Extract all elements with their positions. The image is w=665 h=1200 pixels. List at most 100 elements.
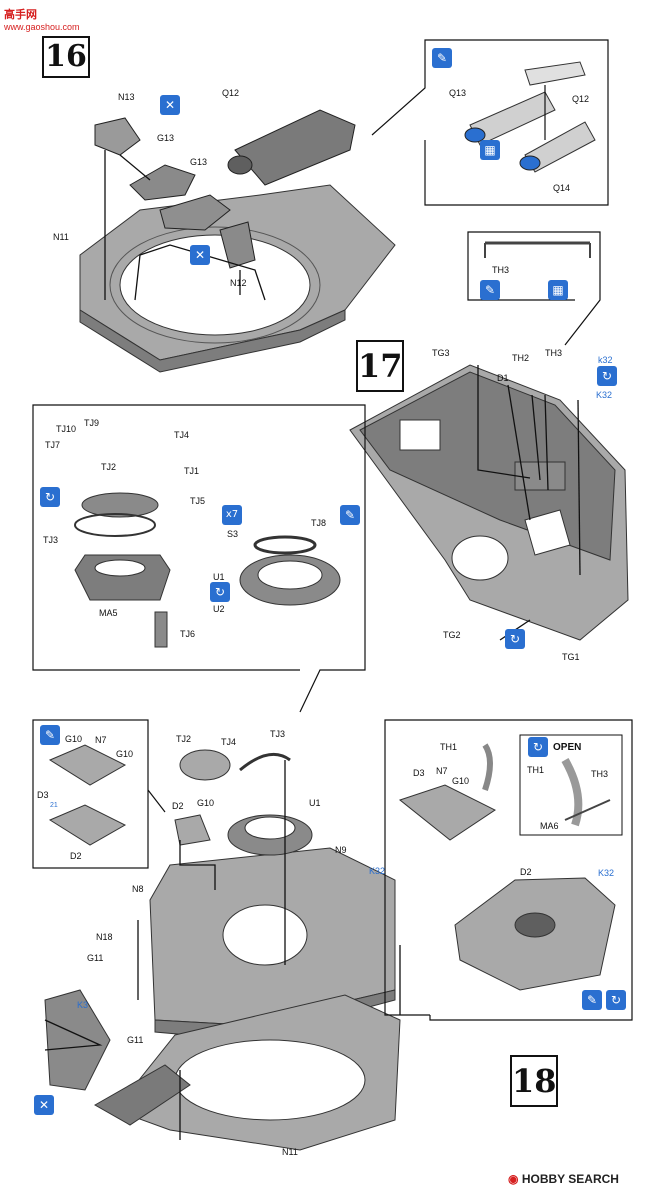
pivot-movable-icon: ↻ <box>606 990 626 1010</box>
step18-leader-lines <box>44 760 401 1140</box>
pivot-movable-icon: ↻ <box>597 366 617 386</box>
part-label: G13 <box>157 133 175 143</box>
part-label: TJ9 <box>84 418 100 428</box>
part-label: G10 <box>116 749 134 759</box>
cement-icon: ✕ <box>160 95 180 115</box>
part-label: N18 <box>96 932 113 942</box>
part-label: D1 <box>497 373 509 383</box>
step16-part-n13 <box>94 117 141 156</box>
part-label: G11 <box>127 1035 144 1045</box>
watermark-logo: 高手网 <box>4 9 37 21</box>
part-label: TH1 <box>527 765 545 775</box>
footer-brand: ◉ HOBBY SEARCH <box>508 1172 619 1186</box>
step16-part-g13 <box>129 164 231 231</box>
step-number-16: 16 <box>42 36 90 78</box>
paint-brush-icon: ✎ <box>480 280 500 300</box>
open-label: OPEN <box>553 742 582 753</box>
part-label: D3 <box>413 768 425 778</box>
part-label: N8 <box>132 884 144 894</box>
part-label: G11 <box>87 953 104 963</box>
step18-open-inset <box>384 719 633 1021</box>
part-label: TJ4 <box>221 737 237 747</box>
part-label: K32 <box>598 868 615 878</box>
part-label: N9 <box>335 845 347 855</box>
step16-leader-lines <box>104 150 266 301</box>
part-label: U2 <box>213 604 225 614</box>
part-label: Q14 <box>553 183 571 193</box>
reference-label: 21 <box>50 802 58 809</box>
part-label: TH3 <box>591 769 609 779</box>
step-number-17: 17 <box>356 340 404 392</box>
part-label: TJ8 <box>311 518 327 528</box>
part-label: TH1 <box>440 742 458 752</box>
part-label: K32 <box>596 390 613 400</box>
step16-turret-floor <box>79 184 396 373</box>
part-label: TJ3 <box>270 729 286 739</box>
part-label: N11 <box>282 1147 298 1157</box>
paint-brush-icon: ✎ <box>340 505 360 525</box>
part-label: TJ2 <box>101 462 117 472</box>
part-label: TH3 <box>492 265 510 275</box>
part-label: TG2 <box>443 630 461 640</box>
step18-cupola-parts <box>174 749 313 856</box>
pivot-movable-icon: ↻ <box>210 582 230 602</box>
part-label: U1 <box>213 572 225 582</box>
part-label: Q12 <box>222 88 240 98</box>
part-label: k32 <box>598 355 613 365</box>
paint-brush-icon: ✎ <box>432 48 452 68</box>
paint-hatch-icon: ▦ <box>480 140 500 160</box>
watermark-url: www.gaoshou.com <box>4 22 80 32</box>
part-label: TJ7 <box>45 440 61 450</box>
step17-hull-top <box>349 364 629 641</box>
step16-part-n12 <box>219 221 256 269</box>
part-label: TH3 <box>545 348 563 358</box>
part-label: G10 <box>452 776 470 786</box>
step16-gun-part-q12 <box>227 109 356 186</box>
part-label: G10 <box>197 798 215 808</box>
pivot-movable-icon: ↻ <box>528 737 548 757</box>
part-label: TG3 <box>432 348 450 358</box>
step17-cupola-inset <box>32 404 366 713</box>
part-label: N7 <box>436 766 448 776</box>
part-label: MA6 <box>540 821 559 831</box>
cement-icon: ✕ <box>190 245 210 265</box>
part-label: D2 <box>172 801 184 811</box>
part-label: N7 <box>95 735 107 745</box>
part-label: N12 <box>230 278 247 288</box>
part-label: TJ5 <box>190 496 206 506</box>
step17-leader-lines <box>477 365 581 641</box>
part-label: S3 <box>227 529 239 539</box>
paint-hatch-icon: ▦ <box>548 280 568 300</box>
part-label: TJ10 <box>56 424 77 434</box>
pivot-movable-icon: ↻ <box>40 487 60 507</box>
part-label: D2 <box>70 851 82 861</box>
part-label: TG1 <box>562 652 580 662</box>
part-label: N13 <box>118 92 135 102</box>
paint-brush-icon: ✎ <box>582 990 602 1010</box>
part-label: U1 <box>309 798 321 808</box>
cement-icon: ✕ <box>34 1095 54 1115</box>
part-label: Q13 <box>449 88 467 98</box>
pivot-movable-icon: ↻ <box>505 629 525 649</box>
paint-brush-icon: ✎ <box>40 725 60 745</box>
part-label: TJ1 <box>184 466 200 476</box>
part-label: TJ4 <box>174 430 190 440</box>
step18-detail-inset-left <box>32 719 166 869</box>
part-label: TJ2 <box>176 734 192 744</box>
part-label: TJ3 <box>43 535 59 545</box>
step17-inset-frame <box>467 231 601 346</box>
step16-detail-inset <box>371 39 609 206</box>
part-label: K3 <box>77 1000 89 1010</box>
quantity-x7-icon: x7 <box>222 505 242 525</box>
part-label: D2 <box>520 867 532 877</box>
part-label: Q12 <box>572 94 590 104</box>
step18-turret-assembly <box>44 847 401 1151</box>
part-label: G13 <box>190 157 208 167</box>
part-label: N11 <box>53 232 69 242</box>
step-number-18: 18 <box>510 1055 558 1107</box>
part-label: G10 <box>65 734 83 744</box>
part-label: D3 <box>37 790 49 800</box>
part-label: TH2 <box>512 353 530 363</box>
part-label: TJ6 <box>180 629 196 639</box>
